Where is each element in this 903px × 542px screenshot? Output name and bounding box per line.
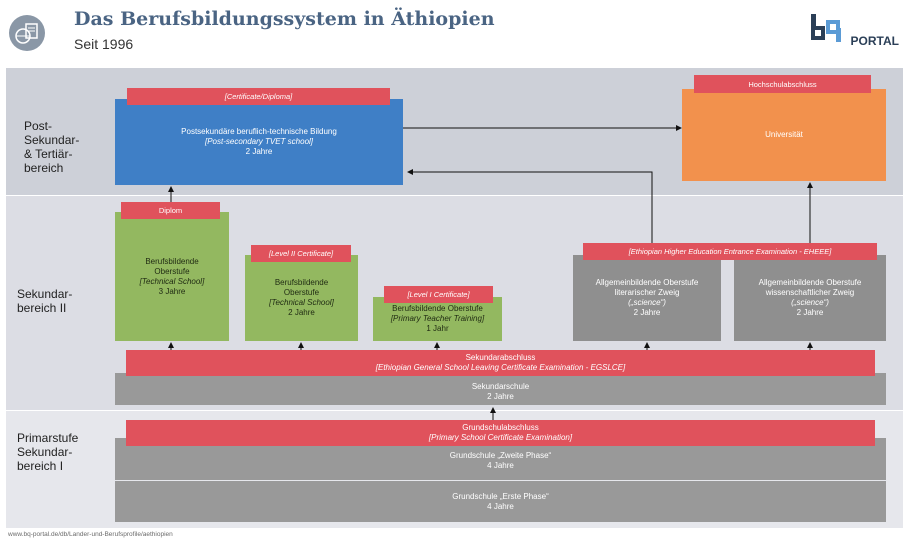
primary-phase2-title: Grundschule „Zweite Phase“: [449, 451, 552, 460]
lit-line3: („science“): [628, 298, 666, 307]
sci-line1: Allgemeinbildende Oberstufe: [758, 278, 862, 287]
secondary-school-box: Sekundarschule 2 Jahre: [115, 373, 886, 405]
sci-line2: wissenschaftlicher Zweig: [765, 288, 855, 297]
teacher-line1: Berufsbildende Oberstufe: [392, 304, 483, 313]
bq-logo-icon: [811, 14, 841, 42]
tvet-duration: 2 Jahre: [245, 147, 273, 156]
primary-exam-box: Grundschulabschluss [Primary School Cert…: [126, 420, 875, 446]
brand-logo: PORTAL: [809, 14, 899, 48]
teacher-header: [Level I Certificate]: [384, 286, 493, 303]
secondary-exam-box: Sekundarabschluss [Ethiopian General Sch…: [126, 350, 875, 376]
eheee-header: [Ethiopian Higher Education Entrance Exa…: [583, 243, 877, 260]
tech2-line3: [Technical School]: [269, 298, 334, 307]
band-label-secondary-ii: Sekundar- bereich II: [17, 287, 73, 315]
lit-duration: 2 Jahre: [633, 308, 661, 317]
sci-duration: 2 Jahre: [796, 308, 824, 317]
primary-phase1-box: Grundschule „Erste Phase“ 4 Jahre: [115, 481, 886, 522]
tvet-subtitle: [Post-secondary TVET school]: [204, 137, 314, 146]
teacher-training-box: Berufsbildende Oberstufe [Primary Teache…: [373, 297, 502, 341]
page-title: Das Berufsbildungssystem in Äthiopien: [74, 8, 495, 30]
primary-exam-title: Grundschulabschluss: [462, 423, 539, 432]
primary-phase1-duration: 4 Jahre: [487, 501, 514, 511]
source-url: www.bq-portal.de/db/Lander-und-Berufspro…: [8, 531, 173, 538]
tvet-title: Postsekundäre beruflich-technische Bildu…: [181, 127, 337, 136]
tech3-line2: Oberstufe: [154, 266, 190, 276]
teacher-duration: 1 Jahr: [426, 324, 449, 333]
tvet-box: Postsekundäre beruflich-technische Bildu…: [115, 99, 403, 185]
academic-science-box: Allgemeinbildende Oberstufe wissenschaft…: [734, 255, 886, 341]
arrow-literary-to-tvet: [407, 169, 653, 243]
university-title: Universität: [765, 130, 803, 139]
band-label-primary: Primarstufe Sekundar- bereich I: [17, 431, 79, 473]
primary-phase1-title: Grundschule „Erste Phase“: [452, 491, 549, 501]
technical-school-3y-box: Berufsbildende Oberstufe [Technical Scho…: [115, 212, 229, 341]
band-label-post-secondary: Post- Sekundar- & Tertiär- bereich: [24, 119, 80, 175]
primary-phase2-duration: 4 Jahre: [487, 461, 514, 470]
secondary-exam-subtitle: [Ethiopian General School Leaving Certif…: [375, 363, 626, 372]
brand-name: PORTAL: [850, 34, 899, 48]
tech3-header: Diplom: [121, 202, 220, 219]
page-subtitle: Seit 1996: [74, 36, 134, 52]
tech3-duration: 3 Jahre: [158, 286, 186, 296]
tech2-header: [Level II Certificate]: [251, 245, 351, 262]
sci-line3: („science“): [791, 298, 829, 307]
tech3-line3: [Technical School]: [139, 276, 205, 286]
teacher-line2: [Primary Teacher Training]: [390, 314, 485, 323]
lit-line1: Allgemeinbildende Oberstufe: [595, 278, 699, 287]
technical-school-2y-box: Berufsbildende Oberstufe [Technical Scho…: [245, 255, 358, 341]
tech2-line2: Oberstufe: [283, 288, 320, 297]
tvet-header: [Certificate/Diploma]: [127, 88, 390, 105]
secondary-exam-title: Sekundarabschluss: [465, 353, 536, 362]
university-box: Universität: [682, 89, 886, 181]
primary-exam-subtitle: [Primary School Certificate Examination]: [428, 433, 573, 442]
secondary-school-duration: 2 Jahre: [487, 392, 514, 401]
academic-literary-box: Allgemeinbildende Oberstufe literarische…: [573, 255, 721, 341]
globe-book-icon: [9, 15, 45, 51]
tech2-line1: Berufsbildende: [274, 278, 329, 287]
tech3-line1: Berufsbildende: [145, 256, 199, 266]
tech2-duration: 2 Jahre: [288, 308, 315, 317]
secondary-school-title: Sekundarschule: [471, 382, 530, 391]
lit-line2: literarischer Zweig: [614, 288, 680, 297]
university-header: Hochschulabschluss: [694, 75, 871, 93]
